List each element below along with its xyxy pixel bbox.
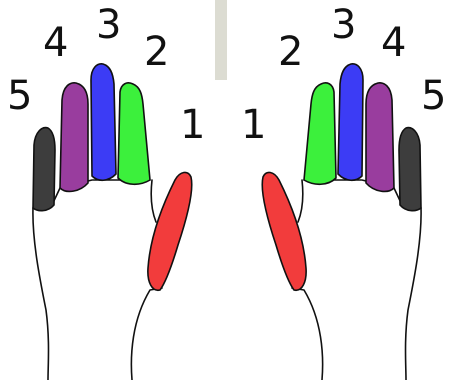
right-hand-outline (292, 180, 421, 380)
right-label-1: 1 (241, 102, 266, 148)
left-hand: 5 4 3 2 1 (7, 2, 205, 380)
left-ring-finger (60, 83, 88, 192)
left-label-1: 1 (180, 102, 205, 148)
left-label-5: 5 (7, 73, 32, 119)
right-label-2: 2 (278, 29, 303, 75)
right-pinky-finger (399, 128, 421, 211)
left-label-2: 2 (144, 29, 169, 75)
right-index-finger (304, 83, 336, 184)
left-label-3: 3 (96, 2, 121, 48)
right-hand: 1 2 3 4 5 (241, 2, 446, 380)
left-index-finger (118, 83, 150, 184)
center-divider (215, 0, 227, 80)
left-thumb-finger (148, 172, 192, 290)
right-ring-finger (366, 83, 394, 192)
left-pinky-finger (33, 128, 55, 211)
left-hand-outline (33, 180, 162, 380)
right-label-5: 5 (421, 73, 446, 119)
left-middle-finger (91, 64, 116, 180)
right-label-4: 4 (381, 20, 406, 66)
right-thumb-finger (262, 172, 306, 290)
right-middle-finger (338, 64, 363, 180)
right-label-3: 3 (331, 2, 356, 48)
left-label-4: 4 (43, 20, 68, 66)
